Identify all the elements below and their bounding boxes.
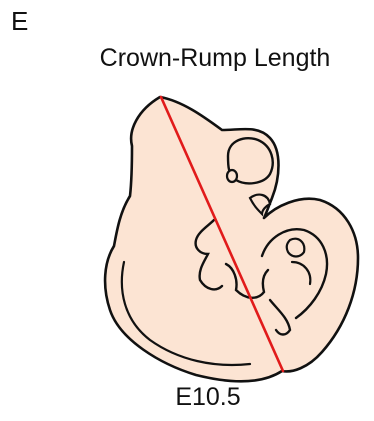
stage-label: E10.5 [0,384,374,412]
tail-tip [287,239,305,257]
eye-small-circle [227,170,237,182]
embryo-body [105,97,358,381]
